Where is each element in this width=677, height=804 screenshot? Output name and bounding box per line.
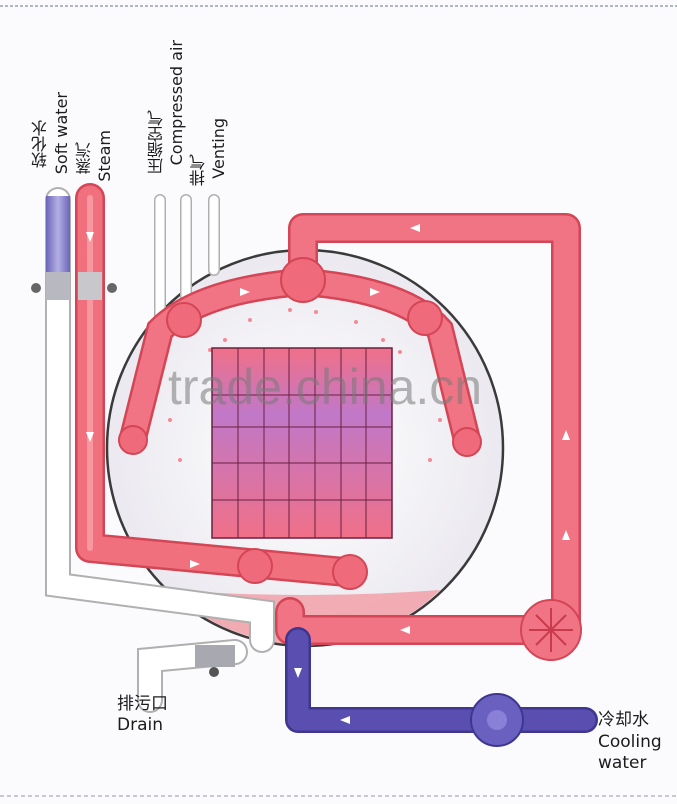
triangle-arrow-icon: [410, 224, 420, 232]
label-venting-cn: 排气: [189, 154, 208, 186]
label-cooling-water-cn: 冷却水: [598, 710, 649, 730]
label-cooling-water-line1: Cooling: [598, 732, 662, 752]
triangle-arrow-icon: [294, 668, 302, 678]
valve-icon: [31, 283, 41, 293]
pump-blades: [529, 608, 573, 652]
pump-impeller: [487, 710, 507, 730]
triangle-arrow-icon: [562, 530, 570, 540]
spray-droplets: [168, 308, 442, 462]
triangle-arrow-icon: [562, 430, 570, 440]
label-steam-en: Steam: [95, 130, 114, 182]
label-soft-water-cn: 软化水: [31, 120, 50, 168]
label-venting-en: Venting: [209, 118, 228, 179]
label-steam-cn: 蒸汽: [75, 142, 94, 174]
triangle-arrow-icon: [400, 626, 410, 634]
valve-icon: [107, 283, 117, 293]
triangle-arrow-icon: [190, 560, 200, 568]
triangle-arrow-icon: [340, 716, 350, 724]
drain-valve: [195, 645, 235, 667]
triangle-arrow-icon: [86, 232, 94, 242]
valve-icon: [209, 667, 219, 677]
triangle-arrow-icon: [240, 288, 250, 296]
triangle-arrow-icon: [370, 288, 380, 296]
label-cooling-water-line2: water: [598, 753, 647, 773]
flow-arrows: [86, 224, 570, 678]
label-drain-en: Drain: [117, 715, 163, 735]
spray-header-top-joint: [280, 257, 326, 303]
steam-valve: [78, 272, 102, 300]
soft-water-pipe: [46, 196, 70, 274]
product-rack: [211, 347, 393, 539]
spray-header-joint: [166, 302, 202, 338]
label-compressed-air-cn: 压缩空气: [147, 110, 166, 174]
label-soft-water-en: Soft water: [52, 92, 71, 175]
label-compressed-air-en: Compressed air: [167, 40, 186, 166]
spray-header-end: [118, 425, 148, 455]
steam-header-joint: [237, 548, 273, 584]
soft-water-valve: [46, 272, 70, 300]
steam-header-end: [332, 554, 368, 590]
watermark: trade.china.cn: [168, 359, 483, 415]
spray-header-end: [452, 427, 482, 457]
triangle-arrow-icon: [86, 432, 94, 442]
label-drain-cn: 排污口: [117, 694, 168, 714]
spray-header-joint: [407, 300, 443, 336]
